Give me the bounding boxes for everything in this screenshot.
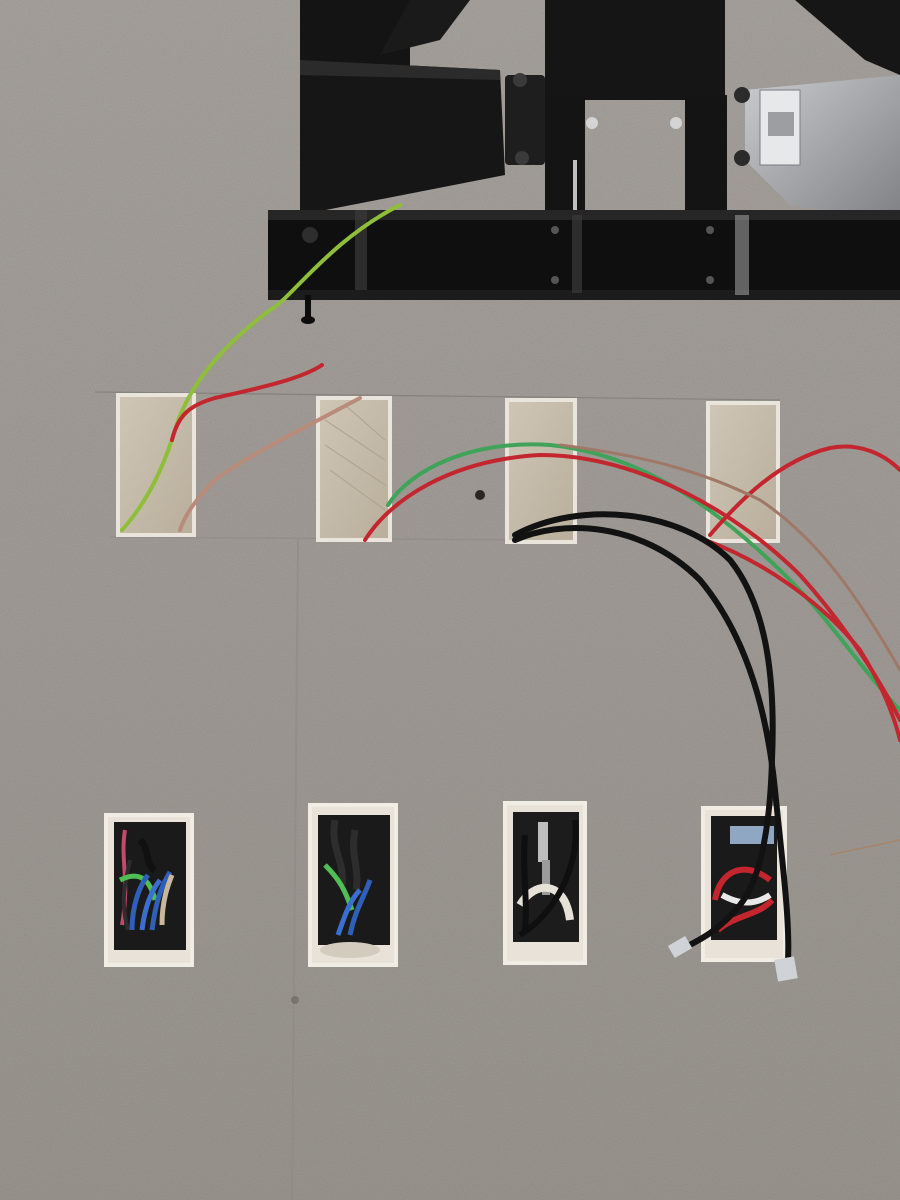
coax-connector-1: [667, 935, 693, 959]
red-wire-right: [708, 444, 900, 537]
wall-pinhole: [291, 996, 299, 1004]
brown-wire-right: [558, 443, 900, 672]
coax-cable-1: [512, 511, 776, 953]
upper-opening-4: [706, 401, 780, 543]
lower-electrical-boxes: [104, 801, 787, 967]
coax-cable-2: [512, 525, 792, 963]
wires: [120, 203, 900, 982]
coax-connector-2: [774, 956, 798, 982]
red-wire-upper-left: [170, 363, 324, 442]
upper-opening-2: [316, 396, 392, 542]
red-wire-lower: [703, 538, 900, 742]
tv-wall-mount: [268, 0, 900, 324]
brown-wire: [178, 396, 362, 532]
cut-line-top: [94, 391, 781, 401]
wall-scuff: [829, 839, 900, 856]
wall-seam-vertical: [291, 539, 299, 1200]
ground-wire: [120, 203, 402, 532]
wall-seam-horizontal: [109, 536, 521, 541]
drilled-hole: [475, 490, 485, 500]
